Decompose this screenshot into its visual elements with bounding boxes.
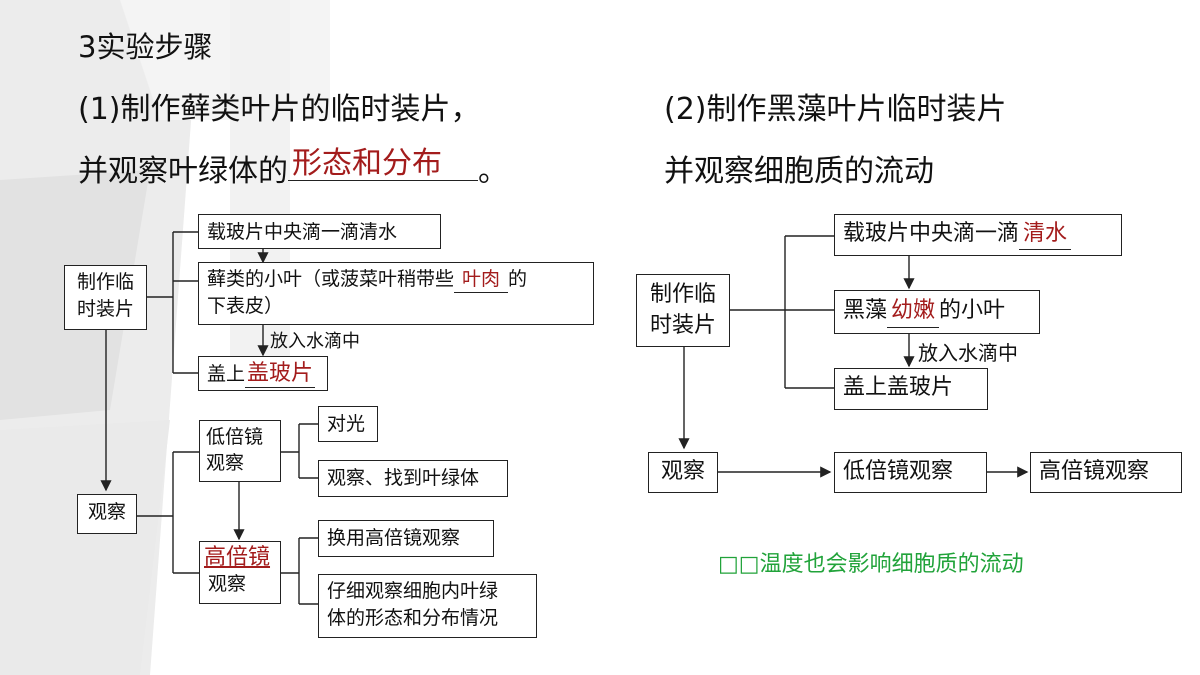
right-step2-answer: 幼嫩 <box>887 295 940 328</box>
left-low-sub2-box: 观察、找到叶绿体 <box>318 460 508 497</box>
right-high-mag-box: 高倍镜观察 <box>1030 452 1182 493</box>
right-step2-suffix: 的小叶 <box>939 298 1006 323</box>
left-step1-box: 载玻片中央滴一滴清水 <box>198 214 441 249</box>
left-low-mag-box: 低倍镜 观察 <box>199 420 281 482</box>
answer-text: 形态和分布 <box>292 146 442 181</box>
left-low-sub1-box: 对光 <box>318 406 378 442</box>
left-high-sub1-box: 换用高倍镜观察 <box>318 520 494 557</box>
left-step2-box: 藓类的小叶（或菠菜叶稍带些叶肉的 下表皮） <box>198 262 594 325</box>
right-observe-box: 观察 <box>648 452 718 493</box>
right-step3-box: 盖上盖玻片 <box>834 368 988 410</box>
right-make-slide-box: 制作临 时装片 <box>636 274 730 347</box>
right-step1-prefix: 载玻片中央滴一滴 <box>843 221 1020 246</box>
left-high-mag-suffix: 观察 <box>208 573 247 595</box>
left-step2-text-a: 藓类的小叶（或菠菜叶稍带些 <box>207 268 455 290</box>
section-title: 3实验步骤 <box>78 30 213 64</box>
left-step2-answer: 叶肉 <box>454 266 509 293</box>
left-step3-box: 盖上盖玻片 <box>198 356 328 391</box>
left-step2-text-c: 下表皮） <box>207 295 284 317</box>
left-heading-line2: 并观察叶绿体的形态和分布 。 <box>78 146 508 190</box>
left-high-sub2-box: 仔细观察细胞内叶绿 体的形态和分布情况 <box>318 574 537 638</box>
right-step2-box: 黑藻幼嫩的小叶 <box>834 290 1040 334</box>
left-step2-text-b: 的 <box>508 268 528 290</box>
left-heading-suffix: 。 <box>478 154 508 189</box>
right-arrow-note: 放入水滴中 <box>918 341 1018 365</box>
right-step2-prefix: 黑藻 <box>843 298 888 323</box>
right-heading-line1: (2)制作黑藻叶片临时装片 <box>664 92 1007 127</box>
left-heading-prefix: 并观察叶绿体的 <box>78 154 288 189</box>
left-step3-prefix: 盖上 <box>207 363 246 385</box>
left-observe-box: 观察 <box>77 494 137 534</box>
right-low-mag-box: 低倍镜观察 <box>834 452 987 493</box>
left-high-mag-box: 高倍镜 观察 <box>199 541 281 604</box>
right-step1-box: 载玻片中央滴一滴清水 <box>834 214 1122 256</box>
left-arrow-note: 放入水滴中 <box>270 331 360 352</box>
answer-blank: 形态和分布 <box>288 146 478 181</box>
right-step1-answer: 清水 <box>1019 219 1072 250</box>
background-decoration <box>0 0 330 675</box>
left-heading-line1: (1)制作藓类叶片的临时装片， <box>78 92 481 127</box>
right-heading-line2: 并观察细胞质的流动 <box>664 154 934 189</box>
green-note: □□温度也会影响细胞质的流动 <box>718 552 1024 577</box>
left-make-slide-box: 制作临 时装片 <box>64 265 147 330</box>
left-high-mag-answer: 高倍镜 <box>204 545 271 570</box>
left-step3-answer: 盖玻片 <box>245 361 316 388</box>
